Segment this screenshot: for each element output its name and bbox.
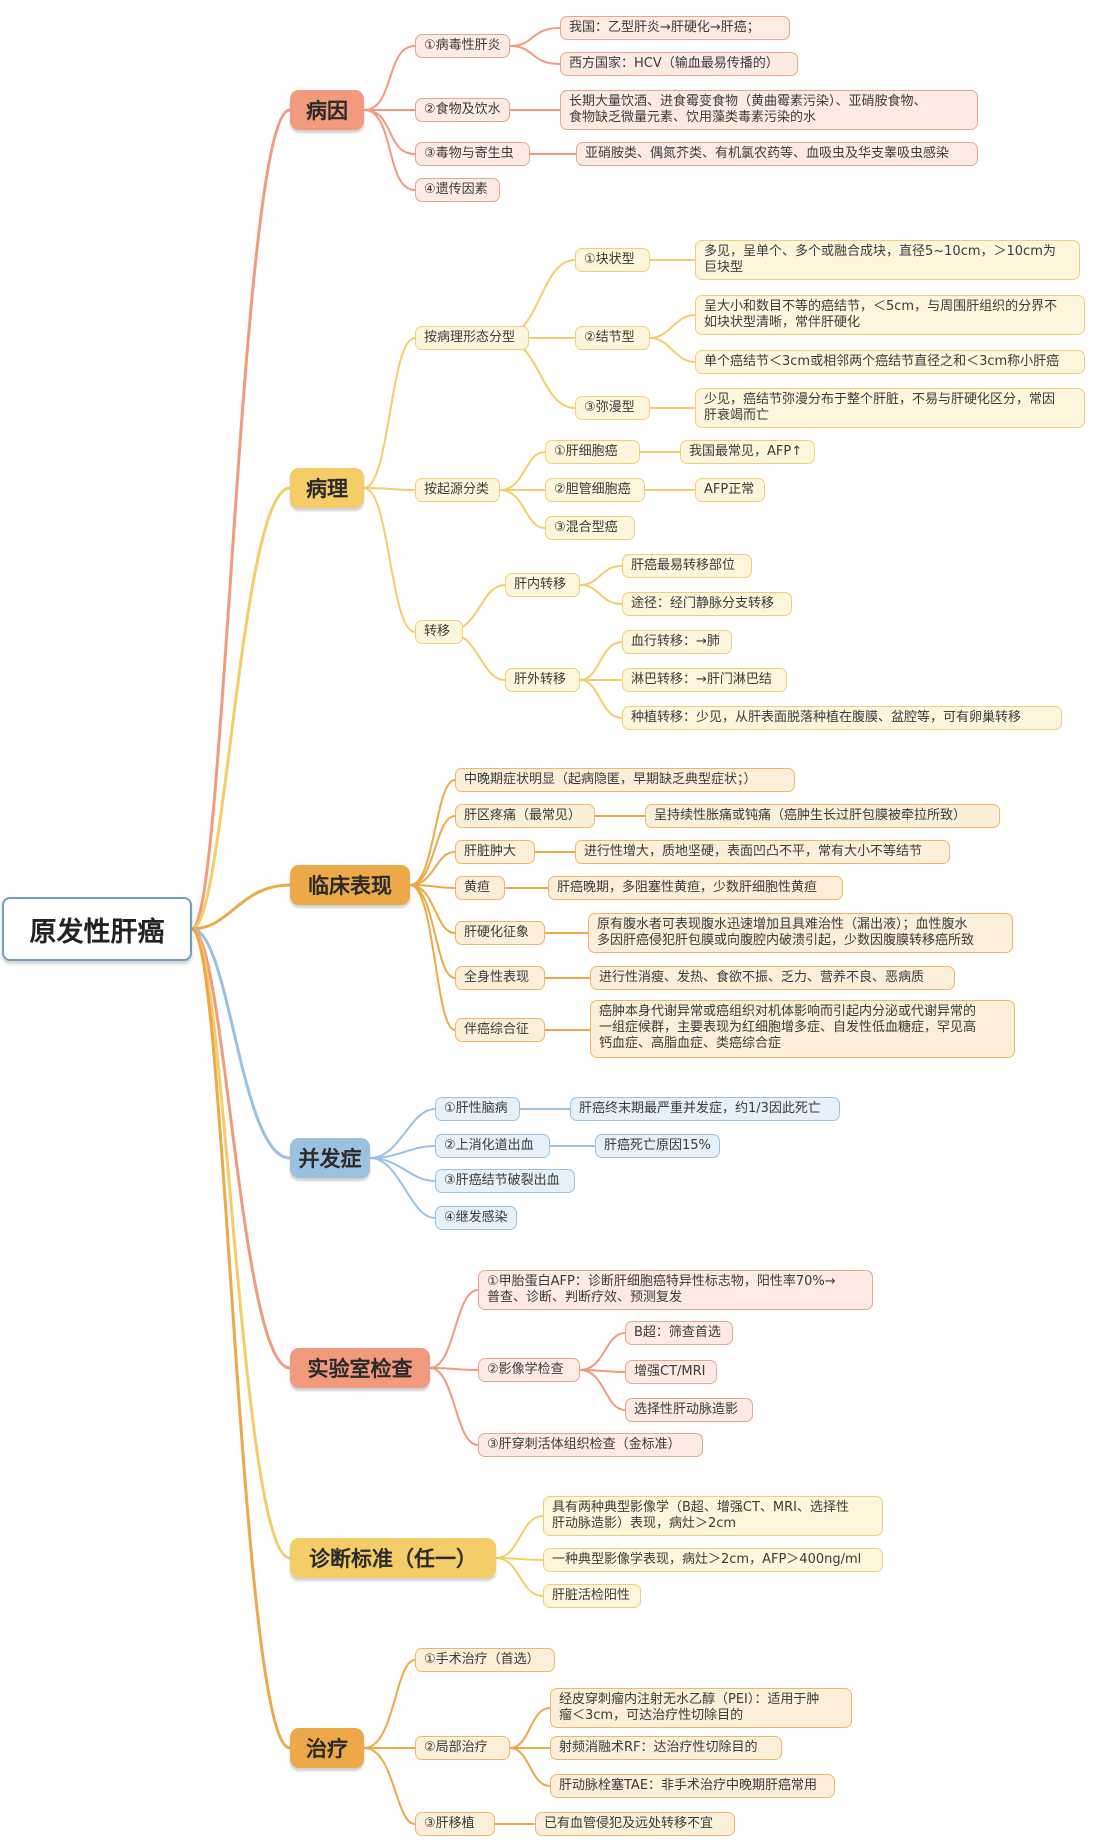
clinical-cirrhosis-desc: 原有腹水者可表现腹水迅速增加且具难治性（漏出液）；血性腹水多因肝癌侵犯肝包膜或向… bbox=[588, 913, 1013, 953]
pathology-extra: 肝外转移 bbox=[505, 668, 580, 692]
branch-lab: 实验室检查 bbox=[290, 1348, 430, 1388]
pathology-intra: 肝内转移 bbox=[505, 573, 580, 597]
clinical-enlarge-desc: 进行性增大，质地坚硬，表面凹凸不平，常有大小不等结节 bbox=[575, 840, 950, 864]
branch-pathology: 病理 bbox=[290, 468, 364, 508]
treatment-pei: 经皮穿刺瘤内注射无水乙醇（PEI）：适用于肿瘤＜3cm，可达治疗性切除目的 bbox=[550, 1688, 852, 1728]
cause-viral-west: 西方国家：HCV（输血最易传播的） bbox=[560, 52, 798, 76]
clinical-cirrhosis: 肝硬化征象 bbox=[455, 921, 545, 945]
pathology-extra-1: 血行转移：→肺 bbox=[622, 630, 732, 654]
pathology-diffuse-desc: 少见，癌结节弥漫分布于整个肝脏，不易与肝硬化区分，常因肝衰竭而亡 bbox=[695, 388, 1085, 428]
pathology-mass: ①块状型 bbox=[575, 248, 650, 272]
treatment-surgery: ①手术治疗（首选） bbox=[415, 1648, 555, 1672]
diagnosis-criterion-1: 具有两种典型影像学（B超、增强CT、MRI、选择性肝动脉造影）表现，病灶＞2cm bbox=[543, 1496, 883, 1536]
pathology-extra-3: 种植转移：少见，从肝表面脱落种植在腹膜、盆腔等，可有卵巢转移 bbox=[622, 706, 1062, 730]
pathology-mass-desc: 多见，呈单个、多个或融合成块，直径5~10cm，＞10cm为巨块型 bbox=[695, 240, 1080, 280]
pathology-origin: 按起源分类 bbox=[415, 478, 500, 502]
branch-complication: 并发症 bbox=[290, 1138, 370, 1178]
complication-enceph-desc: 肝癌终末期最严重并发症，约1/3因此死亡 bbox=[570, 1097, 840, 1121]
treatment-local: ②局部治疗 bbox=[415, 1736, 510, 1760]
pathology-morph: 按病理形态分型 bbox=[415, 326, 529, 350]
clinical-pain-desc: 呈持续性胀痛或钝痛（癌肿生长过肝包膜被牵拉所致） bbox=[645, 804, 1000, 828]
clinical-paraneo-desc: 癌肿本身代谢异常或癌组织对机体影响而引起内分泌或代谢异常的一组症候群，主要表现为… bbox=[590, 1000, 1015, 1058]
lab-us: B超：筛查首选 bbox=[625, 1321, 733, 1345]
pathology-intra-1: 肝癌最易转移部位 bbox=[622, 554, 752, 578]
clinical-pain: 肝区疼痛（最常见） bbox=[455, 804, 595, 828]
pathology-cholang: ②胆管细胞癌 bbox=[545, 478, 645, 502]
cause-food: ②食物及饮水 bbox=[415, 98, 510, 122]
lab-ct: 增强CT/MRI bbox=[625, 1360, 717, 1384]
cause-viral: ①病毒性肝炎 bbox=[415, 34, 510, 58]
cause-viral-china: 我国：乙型肝炎→肝硬化→肝癌； bbox=[560, 16, 790, 40]
pathology-meta: 转移 bbox=[415, 620, 463, 644]
clinical-jaundice: 黄疸 bbox=[455, 876, 505, 900]
pathology-nodular-desc-2: 单个癌结节＜3cm或相邻两个癌结节直径之和＜3cm称小肝癌 bbox=[695, 350, 1085, 374]
complication-bleed: ②上消化道出血 bbox=[435, 1134, 550, 1158]
branch-cause: 病因 bbox=[290, 90, 364, 130]
cause-toxin-desc: 亚硝胺类、偶氮芥类、有机氯农药等、血吸虫及华支睾吸虫感染 bbox=[576, 142, 978, 166]
complication-enceph: ①肝性脑病 bbox=[435, 1097, 520, 1121]
cause-food-desc: 长期大量饮酒、进食霉变食物（黄曲霉素污染）、亚硝胺食物、食物缺乏微量元素、饮用藻… bbox=[560, 90, 978, 130]
pathology-nodular: ②结节型 bbox=[575, 326, 650, 350]
complication-rupture: ③肝癌结节破裂出血 bbox=[435, 1169, 575, 1193]
clinical-systemic-desc: 进行性消瘦、发热、食欲不振、乏力、营养不良、恶病质 bbox=[590, 966, 955, 990]
branch-diagnosis: 诊断标准（任一） bbox=[290, 1538, 496, 1578]
cause-toxin: ③毒物与寄生虫 bbox=[415, 142, 530, 166]
diagnosis-criterion-3: 肝脏活检阳性 bbox=[543, 1584, 641, 1608]
treatment-tae: 肝动脉栓塞TAE：非手术治疗中晚期肝癌常用 bbox=[550, 1774, 835, 1798]
pathology-diffuse: ③弥漫型 bbox=[575, 396, 650, 420]
lab-biopsy: ③肝穿刺活体组织检查（金标准） bbox=[478, 1433, 703, 1457]
pathology-extra-2: 淋巴转移：→肝门淋巴结 bbox=[622, 668, 787, 692]
branch-clinical: 临床表现 bbox=[290, 865, 410, 905]
lab-angio: 选择性肝动脉造影 bbox=[625, 1398, 753, 1422]
treatment-transplant-desc: 已有血管侵犯及远处转移不宜 bbox=[535, 1812, 735, 1836]
clinical-jaundice-desc: 肝癌晚期，多阻塞性黄疸，少数肝细胞性黄疸 bbox=[548, 876, 843, 900]
root-node: 原发性肝癌 bbox=[2, 897, 192, 961]
pathology-mixed: ③混合型癌 bbox=[545, 516, 635, 540]
clinical-paraneo: 伴癌综合征 bbox=[455, 1018, 545, 1042]
lab-afp: ①甲胎蛋白AFP：诊断肝细胞癌特异性标志物，阳性率70%→普查、诊断、判断疗效、… bbox=[478, 1270, 873, 1310]
pathology-cholang-desc: AFP正常 bbox=[695, 478, 765, 502]
treatment-transplant: ③肝移植 bbox=[415, 1812, 495, 1836]
complication-bleed-desc: 肝癌死亡原因15% bbox=[595, 1134, 720, 1158]
pathology-nodular-desc-1: 呈大小和数目不等的癌结节，＜5cm，与周围肝组织的分界不如块状型清晰，常伴肝硬化 bbox=[695, 295, 1085, 335]
pathology-intra-2: 途径：经门静脉分支转移 bbox=[622, 592, 792, 616]
cause-genetic: ④遗传因素 bbox=[415, 178, 500, 202]
branch-treatment: 治疗 bbox=[290, 1728, 364, 1768]
pathology-hcc: ①肝细胞癌 bbox=[545, 440, 640, 464]
clinical-late: 中晚期症状明显（起病隐匿，早期缺乏典型症状；） bbox=[455, 768, 795, 792]
clinical-systemic: 全身性表现 bbox=[455, 966, 545, 990]
treatment-rf: 射频消融术RF：达治疗性切除目的 bbox=[550, 1736, 782, 1760]
diagnosis-criterion-2: 一种典型影像学表现，病灶＞2cm，AFP＞400ng/ml bbox=[543, 1548, 883, 1572]
complication-infect: ④继发感染 bbox=[435, 1206, 517, 1230]
clinical-enlarge: 肝脏肿大 bbox=[455, 840, 535, 864]
lab-imaging: ②影像学检查 bbox=[478, 1358, 580, 1382]
pathology-hcc-desc: 我国最常见，AFP↑ bbox=[680, 440, 815, 464]
